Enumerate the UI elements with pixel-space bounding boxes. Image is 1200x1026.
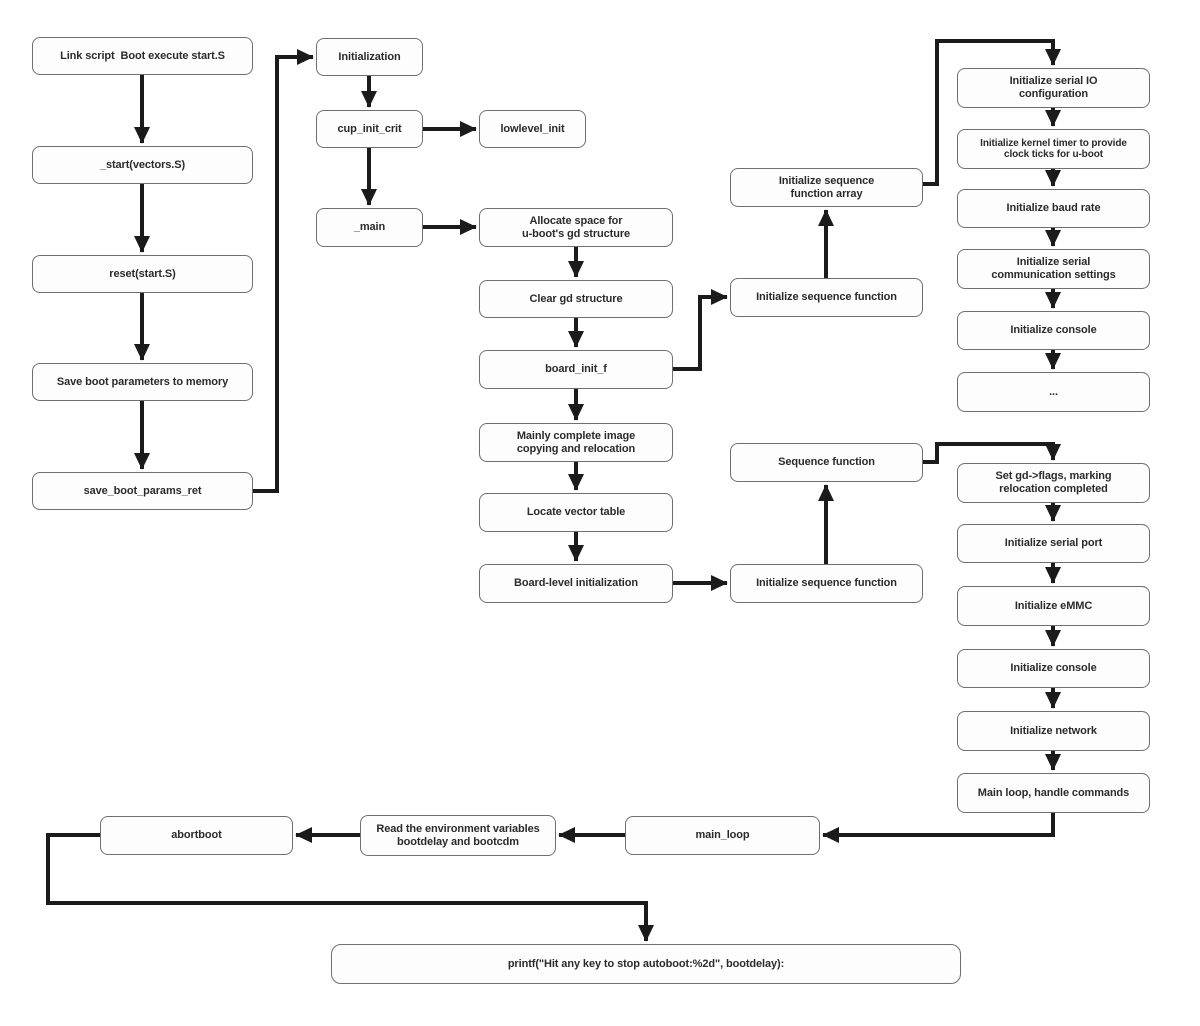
node-image-copy-label: Mainly complete image copying and reloca… [516, 429, 636, 455]
node-init-serial-io: Initialize serial IO configuration [957, 68, 1150, 108]
node-set-gd-flags-label: Set gd->flags, marking relocation comple… [995, 470, 1112, 495]
node-save-boot-params-ret: save_boot_params_ret [32, 472, 253, 510]
node-init-seq-array-label: Initialize sequence function array [778, 174, 875, 200]
node-init-console-bottom-label: Initialize console [1010, 662, 1097, 675]
node-lowlevel-init-label: lowlevel_init [500, 122, 565, 135]
node-init-seq-func-top: Initialize sequence function [730, 278, 923, 317]
node-abortboot-label: abortboot [171, 829, 222, 842]
edge-board-init-f-to-init-seq-func-top [673, 289, 728, 371]
node-start-vectors-label: _start(vectors.S) [99, 158, 186, 171]
node-read-env-vars: Read the environment variables bootdelay… [360, 815, 556, 856]
node-save-boot-params-ret-label: save_boot_params_ret [83, 484, 202, 497]
node-start-vectors: _start(vectors.S) [32, 146, 253, 184]
node-init-baud-rate-label: Initialize baud rate [1006, 202, 1101, 215]
node-board-init-f: board_init_f [479, 350, 673, 389]
node-ellipsis: ... [957, 372, 1150, 412]
node-init-network: Initialize network [957, 711, 1150, 751]
node-init-seq-func-top-label: Initialize sequence function [756, 291, 897, 304]
node-lowlevel-init: lowlevel_init [479, 110, 586, 148]
node-abortboot: abortboot [100, 816, 293, 855]
node-init-emmc-label: Initialize eMMC [1014, 599, 1093, 612]
node-link-script: Link script Boot execute start.S [32, 37, 253, 75]
node-cup-init-crit: cup_init_crit [316, 110, 423, 148]
node-reset-start-label: reset(start.S) [109, 267, 176, 280]
node-main-loop-commands: Main loop, handle commands [957, 773, 1150, 813]
node-clear-gd: Clear gd structure [479, 280, 673, 318]
edge-main-loop-commands-to-main-loop [822, 813, 1055, 843]
node-init-seq-func-bottom-label: Initialize sequence function [756, 577, 897, 590]
node-init-kernel-timer: Initialize kernel timer to provide clock… [957, 129, 1150, 169]
node-locate-vector-label: Locate vector table [526, 506, 626, 519]
node-save-boot-params-label: Save boot parameters to memory [56, 375, 229, 388]
node-locate-vector: Locate vector table [479, 493, 673, 532]
node-allocate-space-label: Allocate space for u-boot's gd structure [521, 214, 631, 240]
node-init-serial-comm: Initialize serial communication settings [957, 249, 1150, 289]
node-read-env-vars-label: Read the environment variables bootdelay… [376, 822, 540, 848]
node-init-network-label: Initialize network [1010, 724, 1097, 737]
node-clear-gd-label: Clear gd structure [529, 292, 623, 305]
node-image-copy: Mainly complete image copying and reloca… [479, 423, 673, 462]
node-save-boot-params: Save boot parameters to memory [32, 363, 253, 401]
node-ellipsis-label: ... [1049, 385, 1058, 398]
node-init-seq-func-bottom: Initialize sequence function [730, 564, 923, 603]
node-sequence-func-label: Sequence function [778, 456, 875, 469]
node-main-loop: main_loop [625, 816, 820, 855]
node-initialization-label: Initialization [338, 50, 401, 63]
edge-abortboot-to-printf [46, 833, 654, 942]
node-board-level-init-label: Board-level initialization [514, 577, 638, 590]
node-initialization: Initialization [316, 38, 423, 76]
edge-sequence-func-to-set-gd-flags [923, 442, 1061, 464]
node-sequence-func: Sequence function [730, 443, 923, 482]
node-init-emmc: Initialize eMMC [957, 586, 1150, 626]
node-init-baud-rate: Initialize baud rate [957, 189, 1150, 228]
node-init-console-top: Initialize console [957, 311, 1150, 350]
node-init-serial-port: Initialize serial port [957, 524, 1150, 563]
node-printf-autoboot-label: printf("Hit any key to stop autoboot:%2d… [507, 957, 785, 970]
node-board-level-init: Board-level initialization [479, 564, 673, 603]
edge-array-to-serial-io [923, 39, 1061, 186]
node-init-serial-io-label: Initialize serial IO configuration [1009, 75, 1098, 100]
node-main-loop-label: main_loop [695, 829, 750, 842]
node-init-console-bottom: Initialize console [957, 649, 1150, 688]
node-main: _main [316, 208, 423, 247]
node-printf-autoboot: printf("Hit any key to stop autoboot:%2d… [331, 944, 961, 984]
edge-ret-to-initialization [253, 49, 314, 493]
node-main-label: _main [353, 221, 386, 234]
node-main-loop-commands-label: Main loop, handle commands [977, 786, 1130, 799]
node-init-seq-array: Initialize sequence function array [730, 168, 923, 207]
node-init-kernel-timer-label: Initialize kernel timer to provide clock… [980, 137, 1127, 161]
node-cup-init-crit-label: cup_init_crit [337, 122, 402, 135]
node-init-console-top-label: Initialize console [1010, 324, 1097, 337]
node-init-serial-comm-label: Initialize serial communication settings [991, 256, 1116, 281]
node-allocate-space: Allocate space for u-boot's gd structure [479, 208, 673, 247]
node-init-serial-port-label: Initialize serial port [1004, 537, 1103, 550]
node-set-gd-flags: Set gd->flags, marking relocation comple… [957, 463, 1150, 503]
node-reset-start: reset(start.S) [32, 255, 253, 293]
node-link-script-label: Link script Boot execute start.S [60, 49, 225, 62]
node-board-init-f-label: board_init_f [545, 363, 607, 376]
